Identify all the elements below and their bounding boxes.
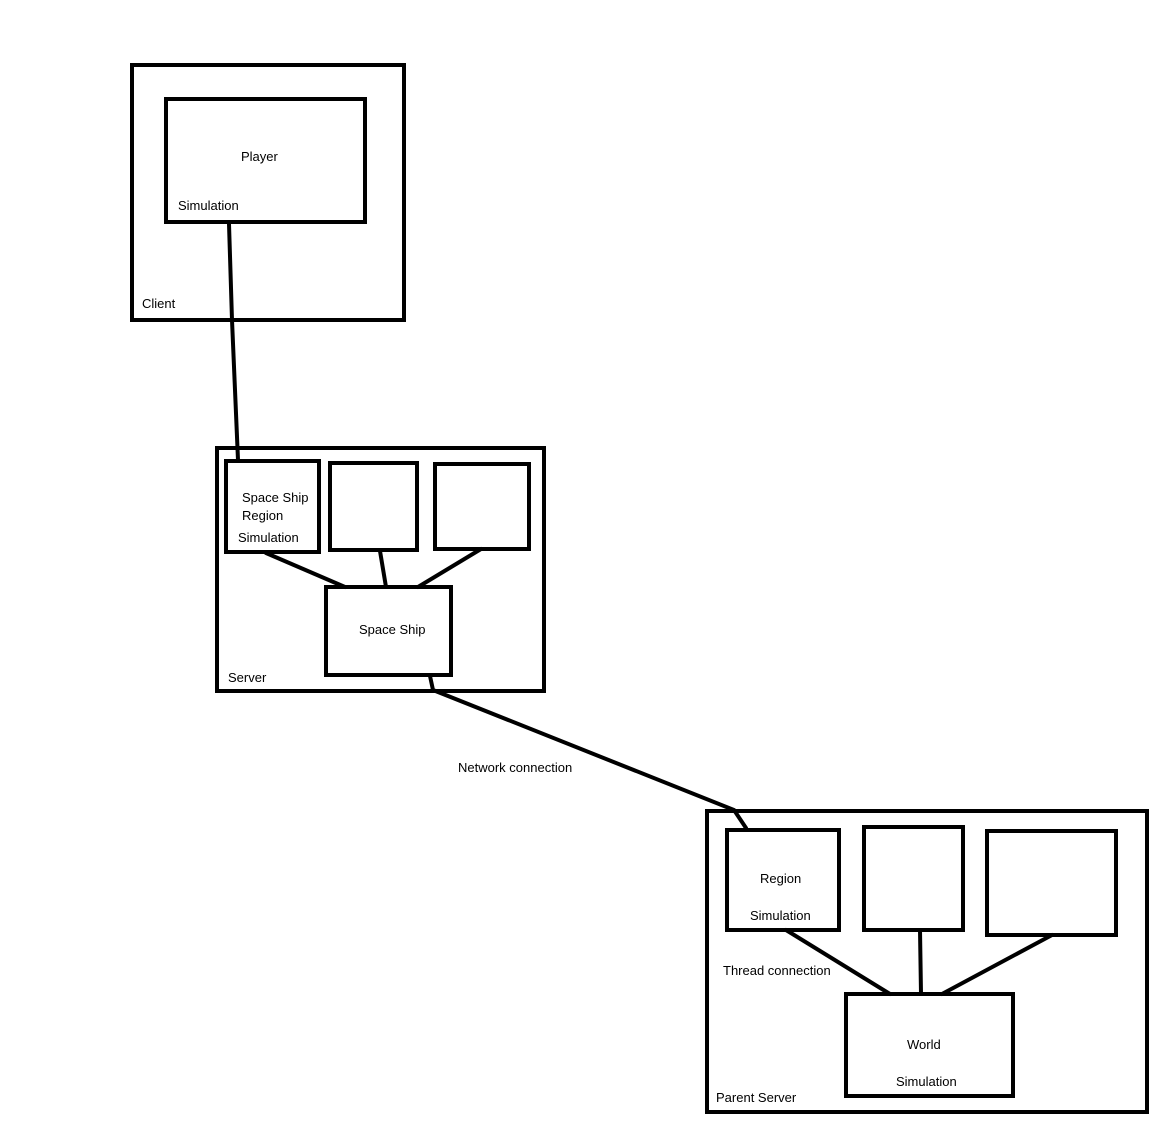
space-ship-region-line1: Space Ship	[242, 490, 309, 505]
space-ship-region-simulation: Simulation	[238, 530, 299, 545]
server-box	[215, 446, 546, 693]
player-simulation-label: Simulation	[178, 198, 239, 213]
parent-region-simulation: Simulation	[750, 908, 811, 923]
world-box	[844, 992, 1015, 1098]
parent-server-box	[705, 809, 1149, 1114]
world-simulation-label: Simulation	[896, 1074, 957, 1089]
thread-connection-label: Thread connection	[723, 963, 831, 978]
network-connection-line	[428, 674, 748, 830]
parent-server-label: Parent Server	[716, 1090, 797, 1105]
parent-region-box	[725, 828, 841, 932]
server-empty-box-2	[433, 462, 531, 551]
server-label: Server	[228, 670, 267, 685]
network-connection-label: Network connection	[458, 760, 573, 775]
server-empty-box-1	[328, 461, 419, 552]
space-ship-box	[324, 585, 453, 677]
box2-to-ship-line	[378, 549, 388, 589]
player-box	[164, 97, 367, 224]
space-ship-region-line2: Region	[242, 508, 284, 523]
region-to-ship-line	[264, 551, 347, 589]
box3-to-ship-line	[416, 547, 483, 589]
parent-empty-box-2	[985, 829, 1118, 937]
client-box	[130, 63, 406, 322]
parent-box2-to-world-line	[918, 928, 923, 996]
client-label: Client	[142, 296, 176, 311]
parent-region-label: Region	[760, 871, 802, 886]
player-label: Player	[241, 149, 278, 164]
parent-empty-box-1	[862, 825, 965, 932]
space-ship-label: Space Ship	[359, 622, 426, 637]
world-label: World	[907, 1037, 941, 1052]
space-ship-region-box	[224, 459, 321, 554]
parent-region-to-world-line	[784, 928, 892, 996]
parent-box3-to-world-line	[940, 933, 1054, 996]
